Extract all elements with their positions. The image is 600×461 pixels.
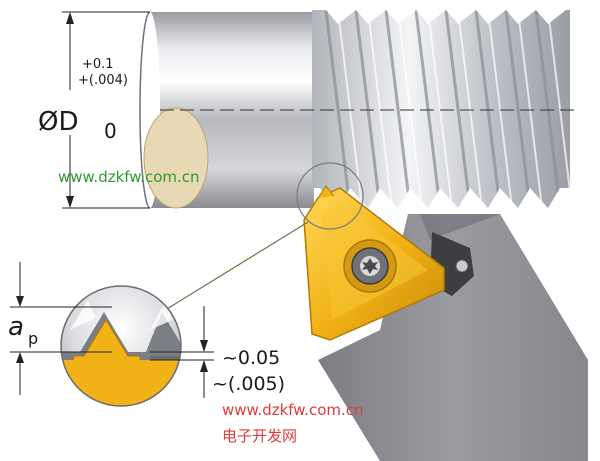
gap-metric-label: ~0.05 (222, 347, 280, 369)
threading-insert (303, 185, 445, 341)
diameter-dimension (62, 11, 150, 209)
tolerance-lower: 0 (104, 119, 117, 143)
tolerance-upper-inch: +(.004) (78, 73, 128, 88)
detail-source-circle (296, 162, 364, 230)
zoom-detail (60, 285, 182, 407)
insert-tip (317, 185, 335, 199)
depth-subscript: p (28, 329, 38, 348)
dim-arrow-bottom (66, 196, 74, 208)
threaded-section (312, 10, 570, 208)
depth-label: a (8, 312, 24, 342)
watermark-url-top: www.dzkfw.com.cn (58, 168, 200, 186)
tolerance-upper-metric: +0.1 (82, 57, 114, 72)
diameter-label: ØD (38, 107, 79, 137)
dim-arrow-top (66, 12, 74, 24)
tool-holder (318, 214, 588, 461)
detail-leader-line (161, 221, 309, 313)
bar-end-face (143, 107, 209, 209)
depth-dimension (10, 262, 112, 395)
clamp-screw (455, 259, 469, 273)
gap-inch-label: ~(.005) (212, 373, 285, 395)
watermark-url-bottom: www.dzkfw.com.cn (222, 401, 364, 419)
gap-dimension (150, 306, 214, 398)
watermark-site-name: 电子开发网 (222, 427, 297, 445)
